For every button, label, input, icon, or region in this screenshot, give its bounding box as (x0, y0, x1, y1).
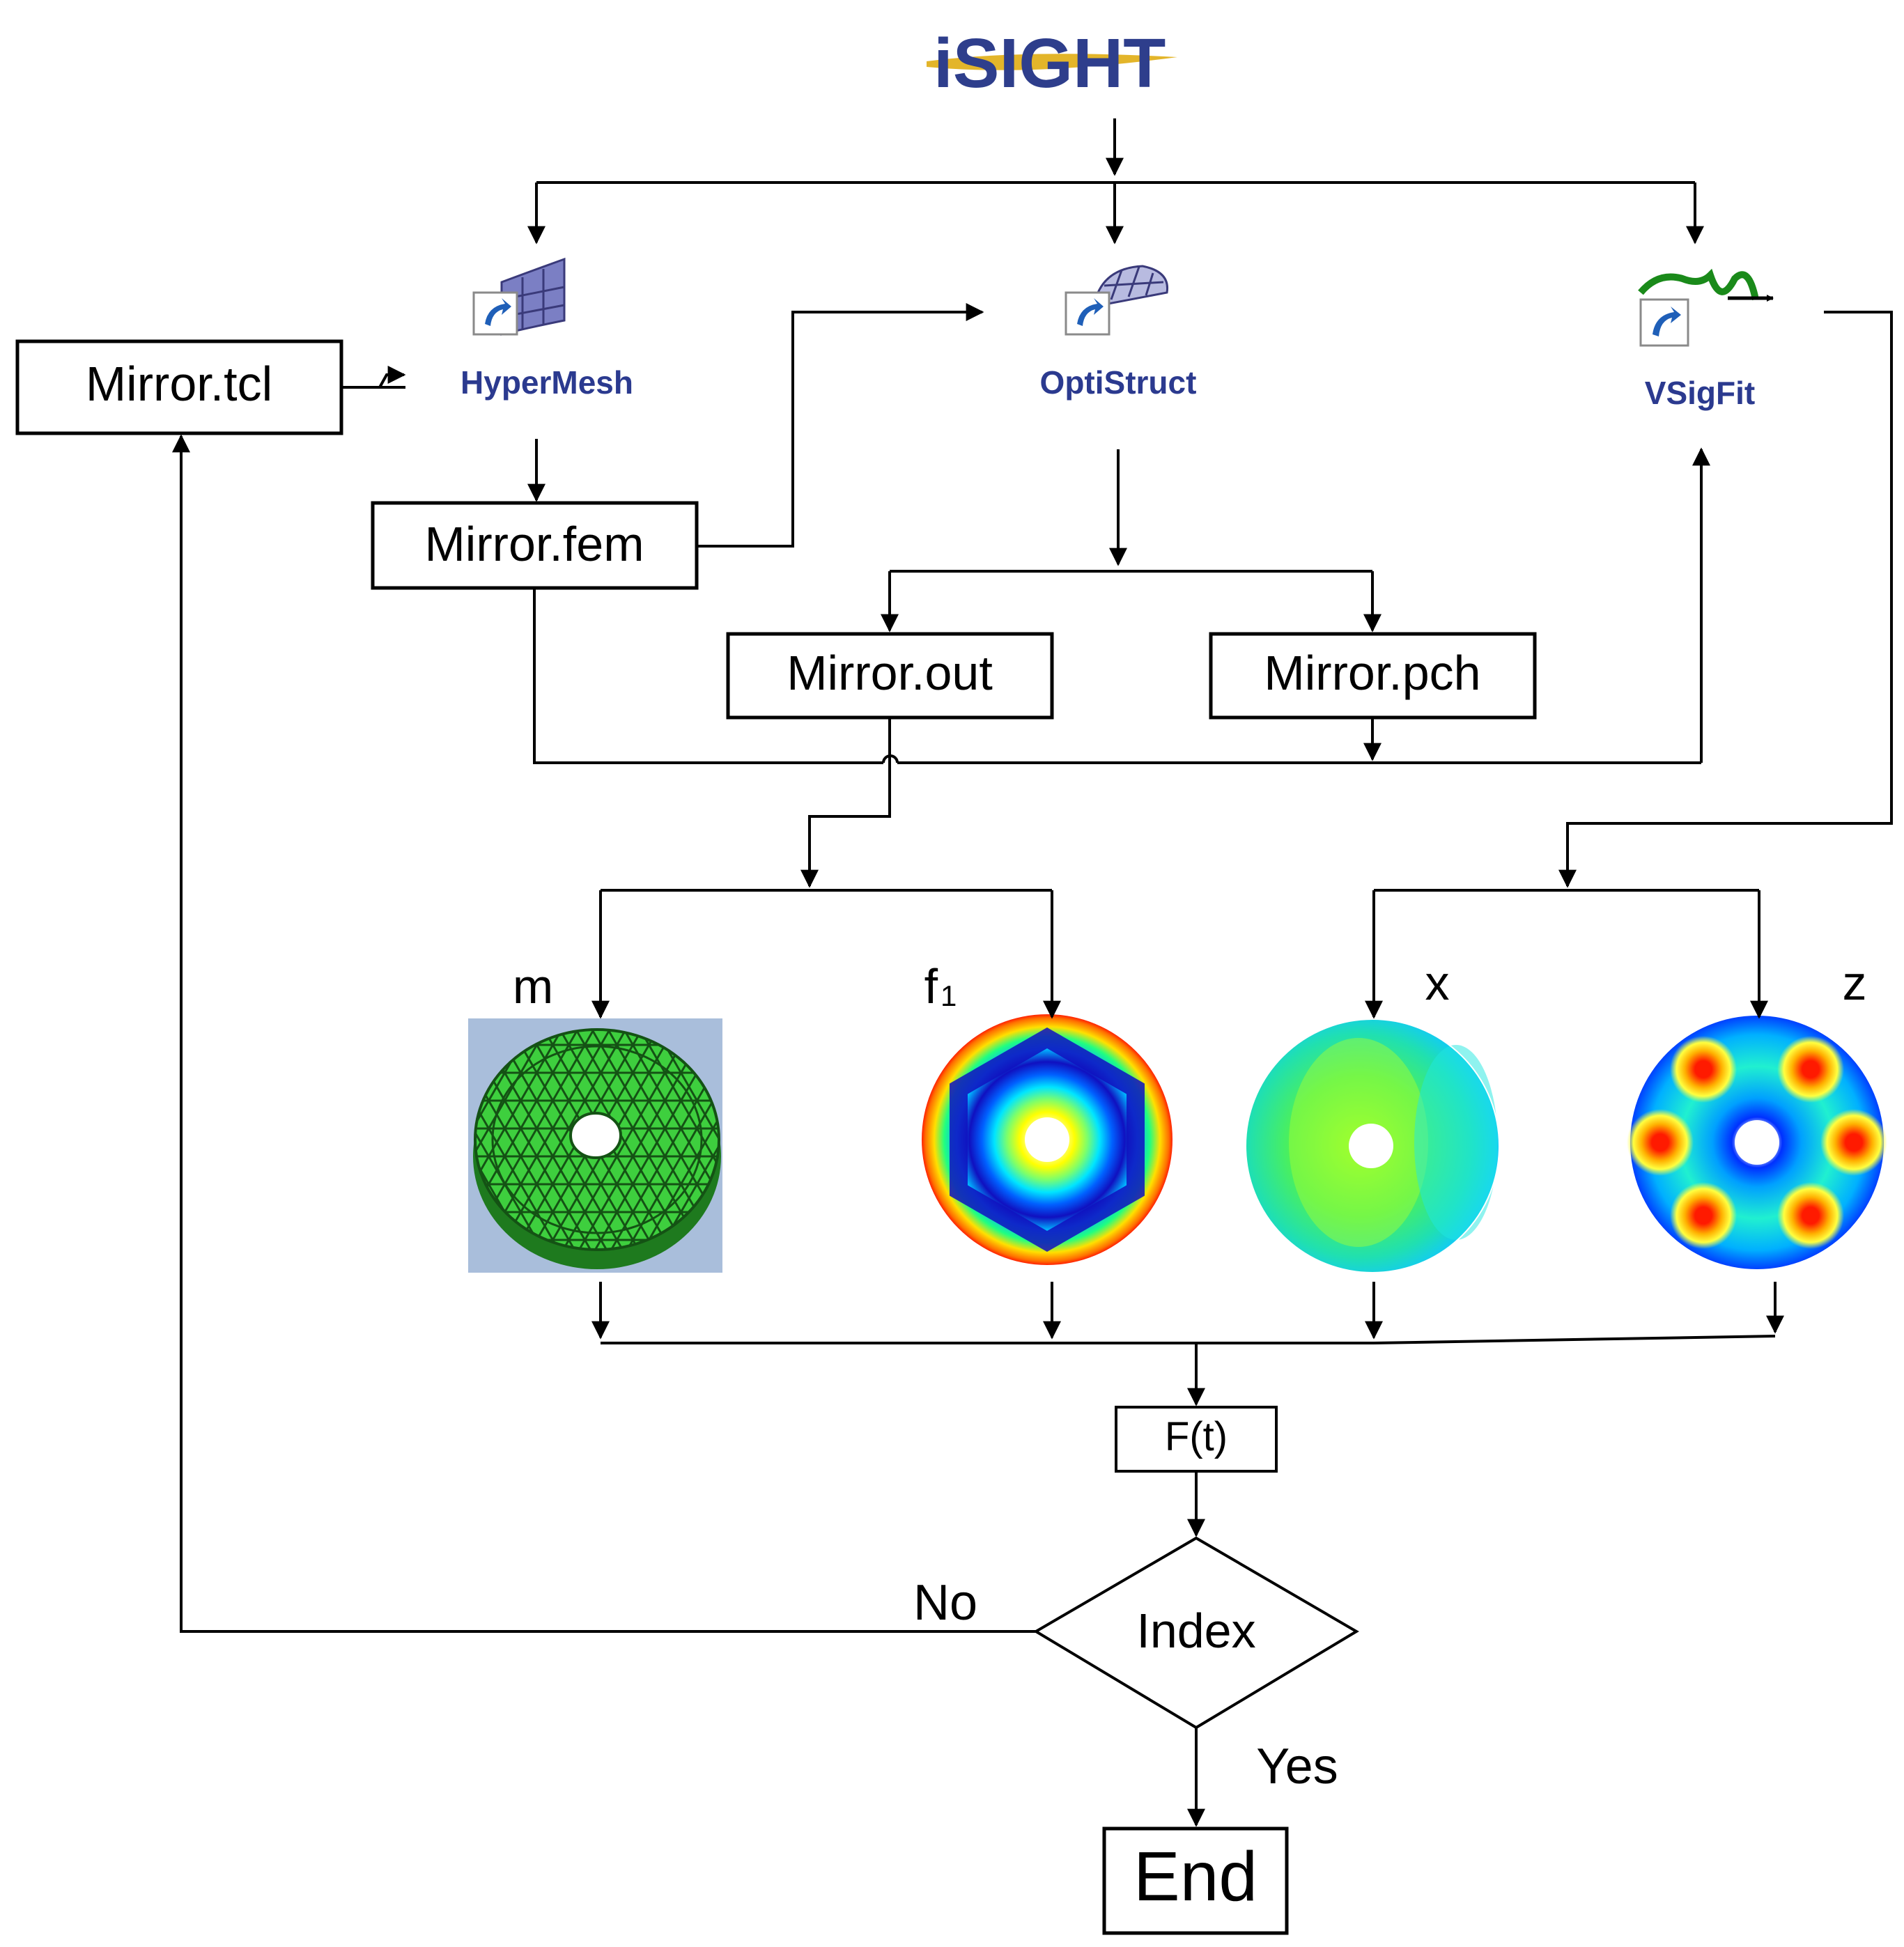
connectors (172, 118, 1893, 1827)
objective-label: F(t) (1165, 1414, 1228, 1459)
logo-text: iSIGHT (934, 24, 1166, 102)
result-m-label: m (513, 959, 553, 1014)
index-decision[interactable]: Index (1033, 1536, 1359, 1730)
mirror-tcl-label: Mirror.tcl (86, 357, 272, 411)
mirror-tcl-box[interactable]: Mirror.tcl (15, 339, 343, 435)
optistruct-shortcut-icon[interactable] (1065, 265, 1169, 336)
optistruct-label: OptiStruct (1040, 364, 1197, 401)
isight-logo: iSIGHT (927, 24, 1177, 102)
objective-box[interactable]: F(t) (1115, 1406, 1278, 1473)
z-deformation-contour-image (1627, 1016, 1887, 1269)
mirror-out-box[interactable]: Mirror.out (726, 632, 1054, 720)
hypermesh-label: HyperMesh (460, 364, 633, 401)
result-z-label: z (1843, 956, 1867, 1010)
frequency-contour-image (922, 1014, 1172, 1265)
result-f1-label: f1 (924, 959, 957, 1014)
mirror-fem-label: Mirror.fem (425, 517, 644, 571)
result-x-label: x (1425, 956, 1450, 1010)
mirror-pch-box[interactable]: Mirror.pch (1209, 632, 1537, 720)
mirror-pch-label: Mirror.pch (1264, 646, 1480, 700)
vsigfit-label: VSigFit (1645, 375, 1755, 411)
x-deformation-contour-image (1245, 1018, 1500, 1273)
decision-label: Index (1136, 1604, 1255, 1658)
mirror-out-label: Mirror.out (787, 646, 993, 700)
hypermesh-shortcut-icon[interactable] (472, 257, 566, 336)
no-label: No (913, 1575, 977, 1631)
end-box[interactable]: End (1102, 1826, 1289, 1935)
mirror-fem-box[interactable]: Mirror.fem (371, 501, 699, 590)
yes-label: Yes (1256, 1739, 1338, 1794)
vsigfit-shortcut-icon[interactable] (1638, 268, 1774, 347)
mirror-mesh-model-image (468, 1018, 722, 1273)
end-label: End (1133, 1838, 1257, 1916)
